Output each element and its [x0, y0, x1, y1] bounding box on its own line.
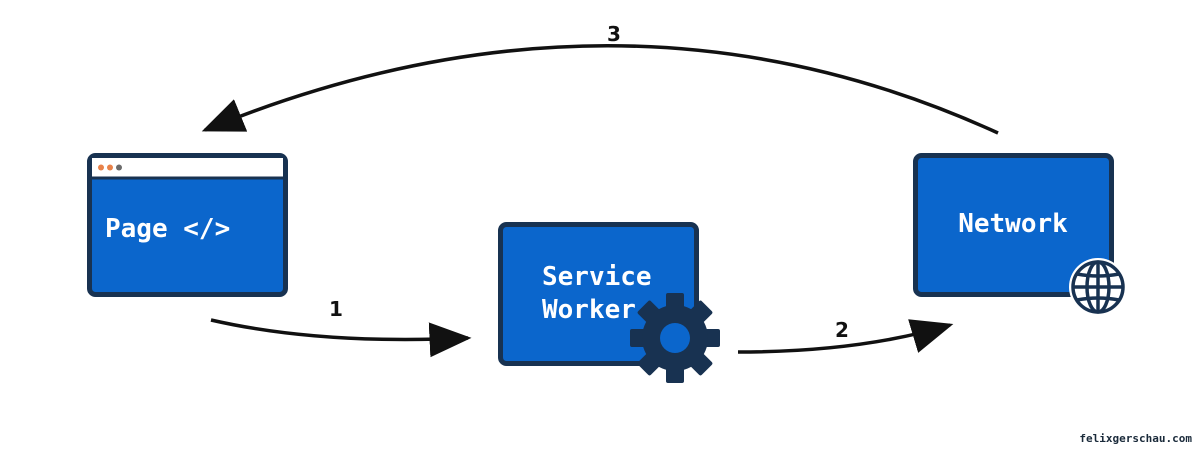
arrow-step-1	[210, 318, 472, 358]
step-label-2: 2	[835, 318, 849, 342]
globe-icon	[1069, 258, 1127, 316]
network-node: Network	[913, 153, 1127, 316]
service-worker-label-line1: Service	[542, 262, 652, 292]
arrow-step-3	[201, 44, 999, 135]
page-node-label: Page </>	[105, 214, 230, 244]
gear-icon	[630, 293, 720, 383]
browser-dots-icon	[98, 164, 122, 171]
network-node-label: Network	[958, 209, 1068, 239]
page-node: Page </>	[87, 153, 288, 297]
step-label-1: 1	[329, 297, 343, 321]
arrow-step-2	[737, 319, 954, 354]
credit-text: felixgerschau.com	[1079, 432, 1192, 445]
step-label-3: 3	[607, 22, 621, 46]
service-worker-label-line2: Worker	[542, 295, 636, 325]
service-worker-node: Service Worker	[498, 222, 720, 383]
